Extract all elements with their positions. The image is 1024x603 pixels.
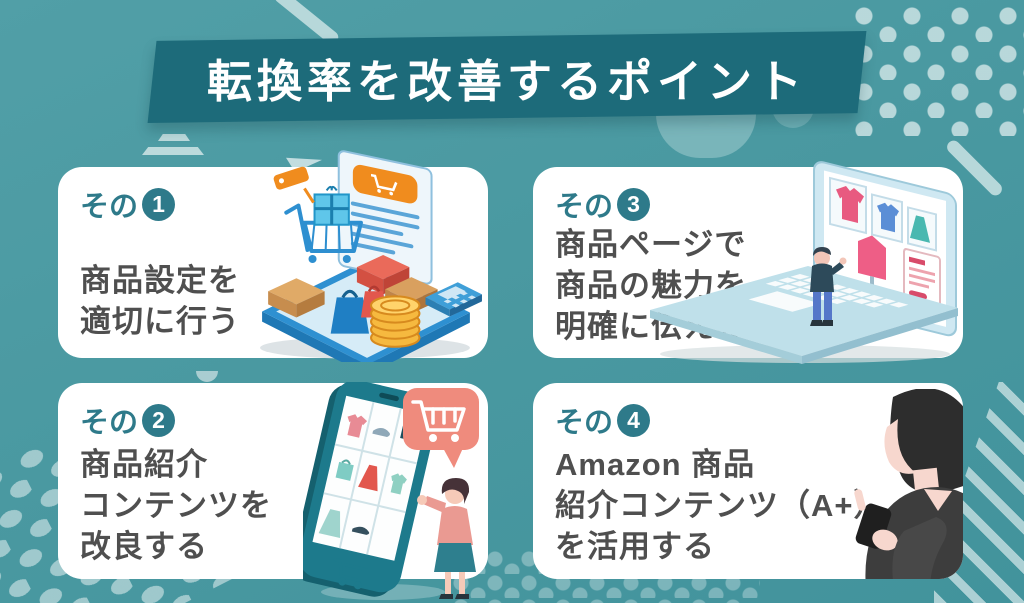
laptop-online-clothing-store-illustration	[650, 161, 958, 364]
card-2-text: 商品紹介 コンテンツを 改良する	[80, 445, 272, 568]
card-2-line-3: 改良する	[80, 528, 208, 564]
card-1-line-2: 適切に行う	[80, 303, 240, 339]
card-1-text: 商品設定を 適切に行う	[80, 261, 240, 343]
card-2-line-2: コンテンツを	[80, 487, 272, 523]
smartphone-product-grid-illustration	[303, 382, 479, 600]
number-4-badge: 4	[617, 403, 651, 437]
speed-line-small	[158, 134, 190, 141]
speech-bubble-cart	[403, 388, 479, 468]
card-1-label: その 1	[80, 183, 176, 225]
page-title: 転換率を改善するポイント	[206, 55, 807, 107]
card-4-label: その 4	[555, 399, 651, 441]
card-1-line-1: 商品設定を	[80, 263, 240, 298]
card-4-line-3: を活用する	[555, 528, 715, 564]
card-3-label-text: その	[555, 191, 614, 223]
dot-pattern-top-right	[852, 4, 1024, 136]
card-2-label-text: その	[80, 407, 139, 439]
card-point-4: その 4 Amazon 商品 紹介コンテンツ（A+） を活用する	[533, 383, 963, 579]
card-1-label-text: その	[80, 191, 139, 223]
shopper-figure	[810, 247, 847, 326]
title-banner: 転換率を改善するポイント	[147, 30, 867, 124]
number-3-badge: 3	[617, 187, 651, 221]
card-2-label: その 2	[80, 399, 176, 441]
card-2-line-1: 商品紹介	[80, 447, 208, 482]
number-1-badge: 1	[142, 187, 176, 221]
half-circle-under-banner	[656, 114, 756, 158]
card-4-text: Amazon 商品 紹介コンテンツ（A+） を活用する	[555, 445, 886, 568]
man-browsing-smartphone-illustration	[854, 389, 963, 579]
half-circle-notch	[196, 371, 218, 382]
card-4-label-text: その	[555, 407, 614, 439]
card-3-label: その 3	[555, 183, 651, 225]
tablet-with-shopping-items-illustration	[260, 150, 482, 362]
woman-figure	[417, 478, 476, 599]
card-4-line-1: Amazon 商品	[555, 447, 756, 482]
speed-line-large	[142, 147, 204, 155]
number-2-badge: 2	[142, 403, 176, 437]
card-3-line-1: 商品ページで	[555, 227, 747, 262]
card-4-line-2: 紹介コンテンツ（A+）	[555, 487, 886, 523]
